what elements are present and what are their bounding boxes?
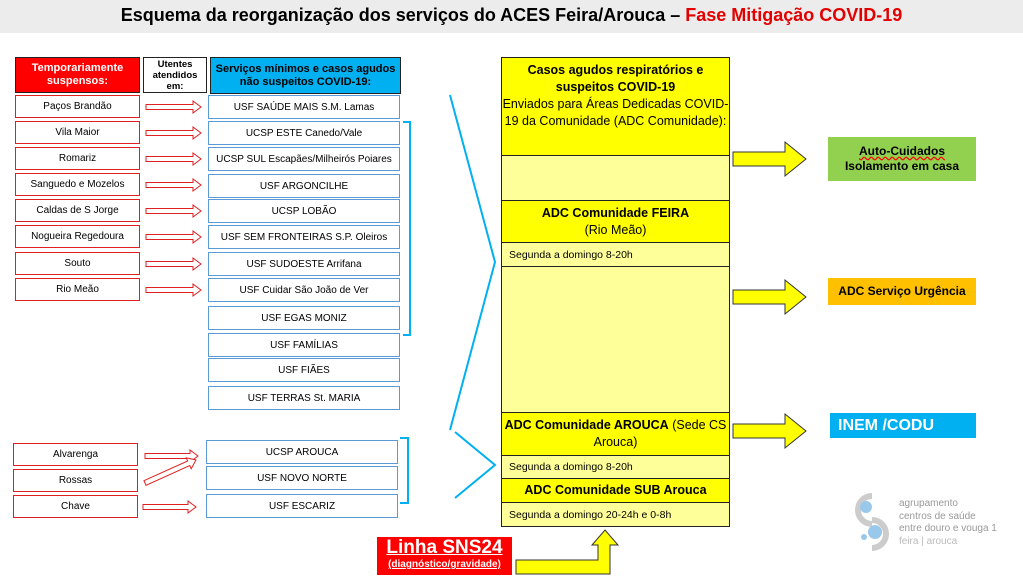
sns24-title: Linha SNS24 [386,537,503,558]
service-item: UCSP SUL Escapães/Milheirós Poiares [208,147,400,171]
adc-feira-sub: (Rio Meão) [584,223,647,237]
adc-arouca-title: ADC Comunidade AROUCA [504,418,669,432]
red-arrow [142,500,197,514]
adc-blank [501,155,730,201]
suspended-item: Paços Brandão [15,95,140,118]
red-arrow [145,257,202,271]
services-header: Serviços mínimos e casos agudos não susp… [210,57,401,94]
logo-line-4: feira | arouca [899,535,958,547]
adc-sub-arouca-hours: Segunda a domingo 20-24h e 0-8h [501,502,730,527]
red-arrow [145,283,202,297]
arrow-self-care [732,140,807,178]
suspended-item: Romariz [15,147,140,170]
suspended-item: Rio Meão [15,278,140,301]
service-item: UCSP LOBÃO [208,199,400,223]
suspended-item: Souto [15,252,140,275]
blue-chevron-feira [403,94,497,431]
service-arouca-item: UCSP AROUCA [206,440,398,464]
self-care-label: Auto-Cuidados [859,144,945,158]
service-item: UCSP ESTE Canedo/Vale [208,121,400,145]
suspended-item: Nogueira Regedoura [15,225,140,248]
service-item: USF TERRAS St. MARIA [208,386,400,410]
adc-feira-title: ADC Comunidade FEIRA [541,206,690,220]
page-title: Esquema da reorganização dos serviços do… [0,0,1023,33]
service-item: USF SUDOESTE Arrifana [208,252,400,276]
adc-arouca-sub: (Sede CS Arouca) [593,418,727,449]
service-item: USF SAÚDE MAIS S.M. Lamas [208,95,400,119]
suspended-arouca-item: Rossas [13,469,138,492]
service-arouca-item: USF ESCARIZ [206,494,398,518]
sns24-box: Linha SNS24(diagnóstico/gravidade) [377,537,512,575]
inem-box: INEM /CODU [830,413,976,438]
arrow-urgency [732,278,807,316]
service-item: USF ARGONCILHE [208,174,400,198]
service-item: USF FIÃES [208,358,400,382]
service-item: USF EGAS MONIZ [208,306,400,330]
title-highlight: Fase Mitigação COVID-19 [685,5,903,25]
red-arrow [145,100,202,114]
blue-chevron-arouca [400,431,497,504]
red-arrow [145,204,202,218]
red-arrow [143,457,197,486]
title-main: Esquema da reorganização dos serviços do… [120,5,686,25]
suspended-arouca-item: Chave [13,495,138,518]
adc-feira-hours: Segunda a domingo 8-20h [501,242,730,267]
logo-line-2: centros de saúde [899,510,976,522]
suspended-arouca-item: Alvarenga [13,443,138,466]
red-arrow [144,449,199,463]
adc-header-bold: Casos agudos respiratórios e suspeitos C… [527,63,704,94]
red-arrow [145,152,202,166]
arrow-inem [732,412,807,450]
red-arrow [145,230,202,244]
adc-blank-2 [501,266,730,413]
service-arouca-item: USF NOVO NORTE [206,466,398,490]
suspended-header: Temporariamente suspensos: [15,57,140,93]
adc-header: Casos agudos respiratórios e suspeitos C… [501,57,730,156]
suspended-item: Caldas de S Jorge [15,199,140,222]
logo-line-3: entre douro e vouga 1 [899,523,997,534]
service-item: USF FAMÍLIAS [208,333,400,357]
adc-arouca: ADC Comunidade AROUCA (Sede CS Arouca) [501,412,730,456]
sns24-sub: (diagnóstico/gravidade) [388,559,501,570]
arrow-sns24 [515,529,620,575]
adc-arouca-hours: Segunda a domingo 8-20h [501,455,730,479]
suspended-item: Sanguedo e Mozelos [15,173,140,196]
service-item: USF Cuidar São João de Ver [208,278,400,302]
urgency-box: ADC Serviço Urgência [828,278,976,305]
adc-sub-arouca: ADC Comunidade SUB Arouca [501,478,730,503]
adc-feira: ADC Comunidade FEIRA (Rio Meão) [501,200,730,243]
logo-icon [855,493,889,551]
isolation-label: Isolamento em casa [844,159,960,173]
red-arrow [145,126,202,140]
adc-header-text: Enviados para Áreas Dedicadas COVID-19 d… [502,97,729,128]
served-at-header: Utentes atendidos em: [143,57,207,93]
red-arrow [145,178,202,192]
suspended-item: Vila Maior [15,121,140,144]
service-item: USF SEM FRONTEIRAS S.P. Oleiros [208,225,400,249]
logo-line-1: agrupamento [899,498,958,509]
